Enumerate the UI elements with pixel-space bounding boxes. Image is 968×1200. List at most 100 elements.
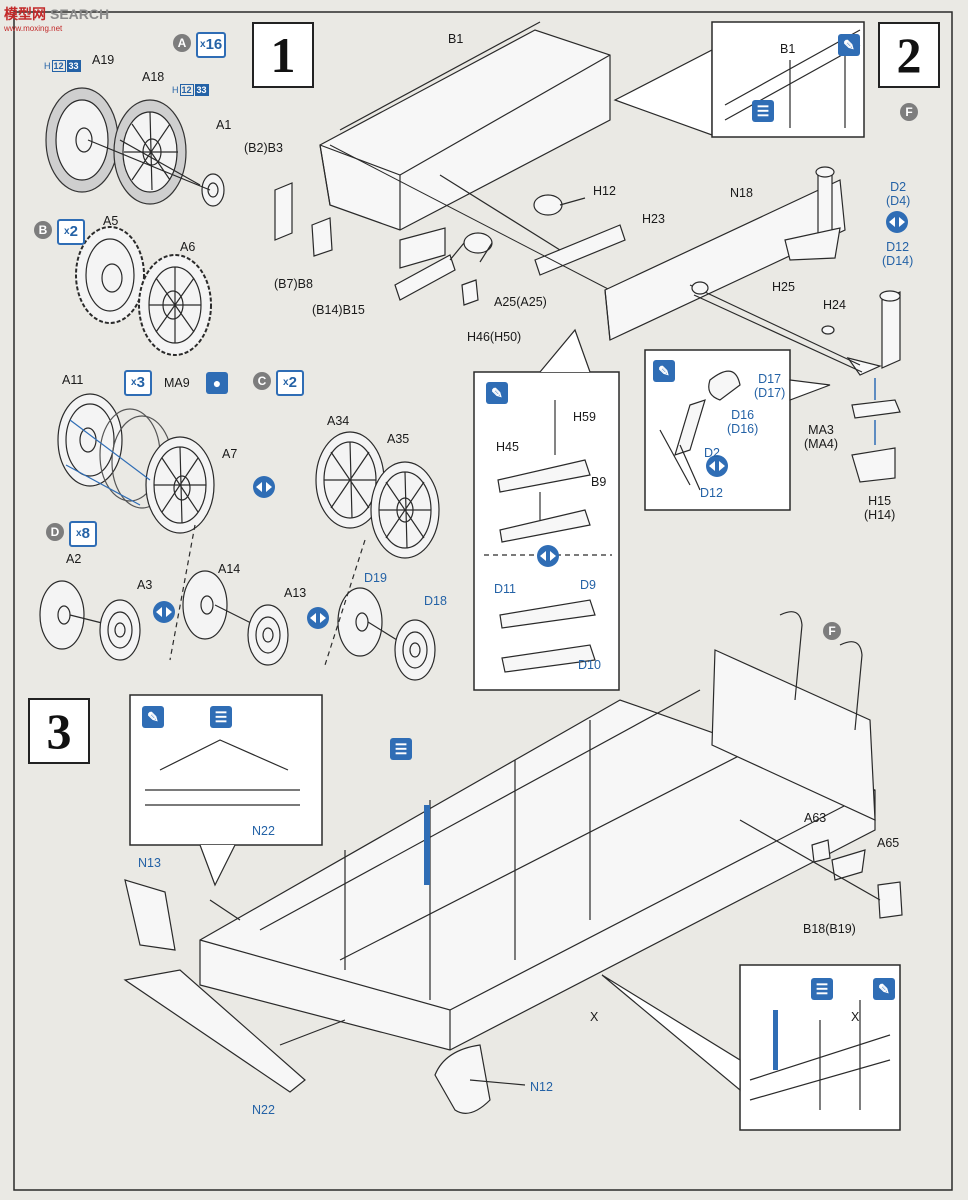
label-h12: H12	[593, 184, 616, 198]
hull-x	[199, 689, 876, 1051]
label-x-inset: X	[851, 1010, 860, 1024]
label-d16: D16 (D16)	[727, 408, 759, 436]
idler-a11	[57, 393, 123, 487]
pin-h46	[461, 279, 479, 306]
road-wheel-a18	[113, 99, 187, 205]
h-marker-n1: 12	[51, 60, 66, 72]
label-b18: B18(B19)	[803, 922, 856, 936]
group-d-marker: D	[46, 523, 64, 541]
label-d17: D17 (D17)	[754, 372, 786, 400]
bracket-b3	[274, 182, 293, 241]
label-h23: H23	[642, 212, 665, 226]
label-n13: N13	[138, 856, 161, 870]
label-b8: (B7)B8	[274, 277, 313, 291]
label-h25: H25	[772, 280, 795, 294]
cement-brush-icon: ✎	[653, 360, 675, 382]
h-marker-n2: 33	[194, 84, 209, 96]
step-2-number: 2	[878, 22, 940, 88]
group-c-marker: C	[253, 372, 271, 390]
group-b-qty-value: 2	[69, 223, 78, 240]
sprocket-a6	[138, 254, 212, 356]
paint-stripes-icon: ☰	[752, 100, 774, 122]
label-h59: H59	[573, 410, 596, 424]
label-b9: B9	[591, 475, 607, 489]
paint-drop-icon: ●	[206, 372, 228, 394]
bracket-h15	[851, 447, 896, 483]
group-a-marker: A	[173, 34, 191, 52]
wheel-a14	[182, 570, 228, 640]
label-d18: D18	[424, 594, 447, 608]
label-a14: A14	[218, 562, 241, 576]
label-b1-inset: B1	[780, 42, 796, 56]
label-n18: N18	[730, 186, 753, 200]
plate-f	[711, 611, 876, 821]
idler-qty: x3	[124, 370, 152, 396]
group-a-qty-value: 16	[205, 36, 223, 53]
clip-h24	[821, 325, 835, 335]
label-n12: N12	[530, 1080, 553, 1094]
label-a5: A5	[103, 214, 119, 228]
label-a63: A63	[804, 811, 827, 825]
bracket-b15	[394, 227, 456, 301]
label-a7: A7	[222, 447, 238, 461]
road-wheel-a19	[45, 87, 119, 193]
step-3-number: 3	[28, 698, 90, 764]
group-d-qty: x8	[69, 521, 97, 547]
h-marker-letter: H	[44, 61, 51, 71]
h-marker-n1: 12	[179, 84, 194, 96]
cement-brush-icon: ✎	[142, 706, 164, 728]
cement-brush-icon: ✎	[486, 382, 508, 404]
group-c-qty-value: 2	[288, 374, 297, 391]
label-h24: H24	[823, 298, 846, 312]
wheel-d19	[337, 587, 383, 657]
wheel-a13	[247, 604, 289, 666]
label-ma3: MA3 (MA4)	[804, 423, 839, 451]
label-a3: A3	[137, 578, 153, 592]
group-a-qty: x16	[196, 32, 227, 58]
paint-stripes-icon: ☰	[811, 978, 833, 1000]
label-d19: D19	[364, 571, 387, 585]
bracket-n12	[434, 1044, 491, 1114]
part-h12	[533, 194, 586, 216]
part-a63-a65	[811, 839, 903, 919]
step-1-number: 1	[252, 22, 314, 88]
group-c-qty: x2	[276, 370, 304, 396]
label-d2-d4: D2 (D4)	[886, 180, 911, 208]
sprocket-a5	[75, 226, 145, 324]
drum-a25	[449, 232, 493, 263]
label-n22: N22	[252, 1103, 275, 1117]
label-a35: A35	[387, 432, 410, 446]
paint-stripes-icon: ☰	[210, 706, 232, 728]
rod-h25	[689, 281, 863, 373]
watermark-url: www.moxing.net	[4, 24, 63, 33]
plate-n22	[123, 969, 306, 1093]
label-ma9: MA9	[164, 376, 190, 390]
idler-qty-value: 3	[136, 374, 145, 391]
idler-a7	[145, 436, 215, 534]
cement-brush-icon: ✎	[873, 978, 895, 1000]
label-d9: D9	[580, 578, 596, 592]
label-h15: H15 (H14)	[864, 494, 896, 522]
bracket-n13	[124, 879, 176, 951]
label-a19: A19	[92, 53, 115, 67]
label-b3: (B2)B3	[244, 141, 283, 155]
wheel-a35	[370, 461, 440, 559]
watermark-brand: 模型网	[4, 6, 46, 22]
wheel-d18	[394, 619, 436, 681]
group-f-marker-hull: F	[823, 622, 841, 640]
label-a11: A11	[62, 373, 84, 387]
label-d11: D11	[494, 582, 517, 596]
wheel-a3	[99, 599, 141, 661]
label-h45: H45	[496, 440, 519, 454]
frame-b1	[319, 21, 611, 231]
label-a34: A34	[327, 414, 350, 428]
label-d12-d14: D12 (D14)	[882, 240, 914, 268]
h-marker-letter: H	[172, 85, 179, 95]
exhaust-d2	[784, 166, 841, 261]
label-a2: A2	[66, 552, 82, 566]
group-b-qty: x2	[57, 219, 85, 245]
